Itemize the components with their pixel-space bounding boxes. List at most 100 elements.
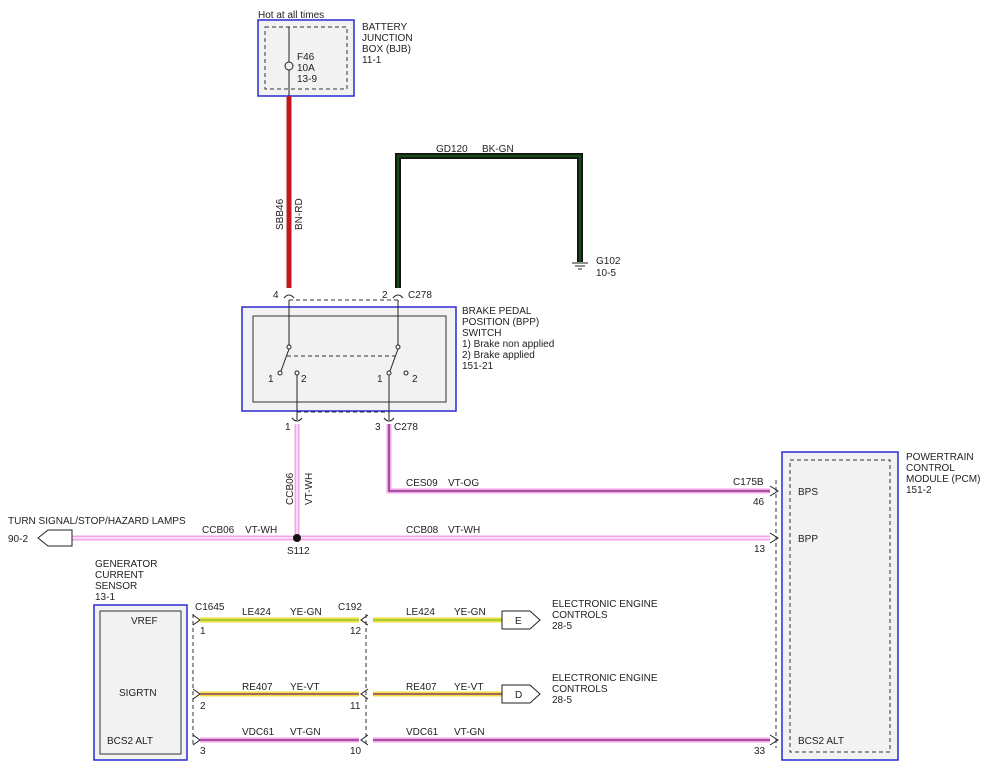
bpp-connector-top: C278	[408, 290, 432, 301]
gcs-pin-label-bcs2-alt: BCS2 ALT	[107, 736, 153, 747]
bpp-switch-name: BRAKE PEDAL POSITION (BPP) SWITCH 1) Bra…	[462, 306, 557, 372]
wire-ccb06-left-circuit: CCB06	[202, 525, 235, 536]
pcm-pin13-icon	[769, 532, 779, 544]
generator-current-sensor	[93, 604, 188, 761]
bpp-pin-bottom-right: 3	[375, 422, 381, 433]
battery-junction-box	[257, 19, 355, 97]
pcm-pin-label-bpp: BPP	[798, 534, 818, 545]
bpp-switch-inner	[252, 315, 447, 403]
bpp-right-contact2	[403, 370, 409, 376]
wire-le424-a-color: YE-GN	[290, 607, 322, 618]
bpp-pin-top-left: 4	[273, 290, 279, 301]
bjb-inner-outline	[264, 26, 348, 90]
bpp-right-pivot	[395, 344, 401, 350]
gcs-pin-2: 2	[200, 701, 206, 712]
wire-re407-b-color: YE-VT	[454, 682, 483, 693]
c192-pin-10: 10	[350, 746, 362, 757]
gcs-pin-label-sigrtn: SIGRTN	[119, 688, 157, 699]
splice-name: S112	[287, 546, 310, 557]
pcm-connector: C175B	[733, 477, 764, 488]
c192-pin11-icon	[360, 688, 369, 700]
pcm-pin-label-bcs2-alt: BCS2 ALT	[798, 736, 844, 747]
c192-name: C192	[338, 602, 362, 613]
wire-ces09-stripe	[388, 424, 770, 492]
gcs-name: GENERATOR CURRENT SENSOR 13-1	[95, 559, 160, 603]
c1645-pin2-icon	[192, 688, 201, 700]
pcm-module	[781, 451, 899, 761]
eec-e-tag: E	[515, 616, 522, 627]
eec-e-label: ELECTRONIC ENGINE CONTROLS 28-5	[552, 599, 660, 632]
c278-pin3-icon	[383, 417, 395, 422]
ground-name: G102	[596, 256, 621, 267]
wire-ces09	[386, 424, 770, 494]
gcs-inner	[99, 610, 182, 755]
bpp-right-contact1	[386, 370, 392, 376]
bpp-pin-top-right: 2	[382, 290, 388, 301]
c1645-pin1-icon	[192, 614, 201, 626]
wire-sbb46-color: BN-RD	[294, 198, 305, 230]
bpp-left-contact1	[277, 370, 283, 376]
bpp-right-blade	[389, 348, 399, 372]
c278-pin2-icon	[392, 294, 404, 299]
c192-pin10-icon	[360, 734, 369, 746]
bpp-connector-bottom: C278	[394, 422, 418, 433]
pcm-name: POWERTRAIN CONTROL MODULE (PCM) 151-2	[906, 452, 983, 496]
bpp-right-pos1: 1	[377, 374, 383, 385]
turn-signal-ref: 90-2	[8, 534, 28, 545]
bpp-left-pivot	[286, 344, 292, 350]
wire-gd120-stripe	[396, 154, 582, 288]
eec-d-tag: D	[515, 690, 522, 701]
wire-vdc61-b-circuit: VDC61	[406, 727, 439, 738]
wire-ccb08-circuit: CCB08	[406, 525, 439, 536]
pcm-pin-33: 33	[754, 746, 766, 757]
wire-sbb46-circuit: SBB46	[275, 198, 286, 230]
splice-s112	[293, 534, 301, 542]
fuse-label: F46 10A 13-9	[297, 52, 317, 85]
wire-re407-a-circuit: RE407	[242, 682, 273, 693]
bpp-pin-bottom-left: 1	[285, 422, 291, 433]
bpp-left-pos2: 2	[301, 374, 307, 385]
pcm-pin-label-bps: BPS	[798, 487, 818, 498]
bjb-name: BATTERY JUNCTION BOX (BJB) 11-1	[362, 22, 415, 66]
pcm-pin-13: 13	[754, 544, 766, 555]
wire-ces09-circuit: CES09	[406, 478, 438, 489]
bjb-hot-label: Hot at all times	[258, 10, 324, 21]
eec-d-label: ELECTRONIC ENGINE CONTROLS 28-5	[552, 673, 660, 706]
bpp-left-pos1: 1	[268, 374, 274, 385]
ground-ref: 10-5	[596, 268, 616, 279]
wire-vdc61-b-color: VT-GN	[454, 727, 485, 738]
wire-le424-b-color: YE-GN	[454, 607, 486, 618]
fuse-ref: 13-9	[297, 74, 317, 85]
eec-e-arrow-icon	[501, 610, 541, 630]
pcm-inner-outline	[789, 459, 891, 753]
eec-d-arrow-icon	[501, 684, 541, 704]
bpp-switch	[241, 306, 457, 412]
bpp-left-blade	[280, 348, 290, 372]
turn-signal-label: TURN SIGNAL/STOP/HAZARD LAMPS	[8, 516, 186, 527]
wire-gd120-circuit: GD120	[436, 144, 468, 155]
turn-signal-arrow-icon	[37, 529, 73, 547]
wire-ccb06-left-color: VT-WH	[245, 525, 277, 536]
wire-re407-a-color: YE-VT	[290, 682, 319, 693]
c1645-pin3-icon	[192, 734, 201, 746]
wire-gd120-color: BK-GN	[482, 144, 514, 155]
wire-ccb06-vertical-circuit: CCB06	[285, 472, 296, 505]
pcm-pin46-icon	[769, 485, 779, 497]
wire-ccb06-vertical-color: VT-WH	[304, 473, 315, 505]
wire-ccb08-color: VT-WH	[448, 525, 480, 536]
c278-pin4-icon	[283, 294, 295, 299]
c192-pin12-icon	[360, 614, 369, 626]
ground-icon	[572, 262, 588, 270]
pcm-pin33-icon	[769, 734, 779, 746]
wire-vdc61-a-circuit: VDC61	[242, 727, 275, 738]
gcs-connector: C1645	[195, 602, 225, 613]
pcm-pin-46: 46	[753, 497, 765, 508]
gcs-pin-label-vref: VREF	[131, 616, 158, 627]
bpp-right-pos2: 2	[412, 374, 418, 385]
fuse-rating: 10A	[297, 63, 315, 74]
wire-gd120-outer	[395, 153, 583, 288]
fuse-name: F46	[297, 52, 315, 63]
gcs-pin-3: 3	[200, 746, 206, 757]
c192-pin-12: 12	[350, 626, 362, 637]
